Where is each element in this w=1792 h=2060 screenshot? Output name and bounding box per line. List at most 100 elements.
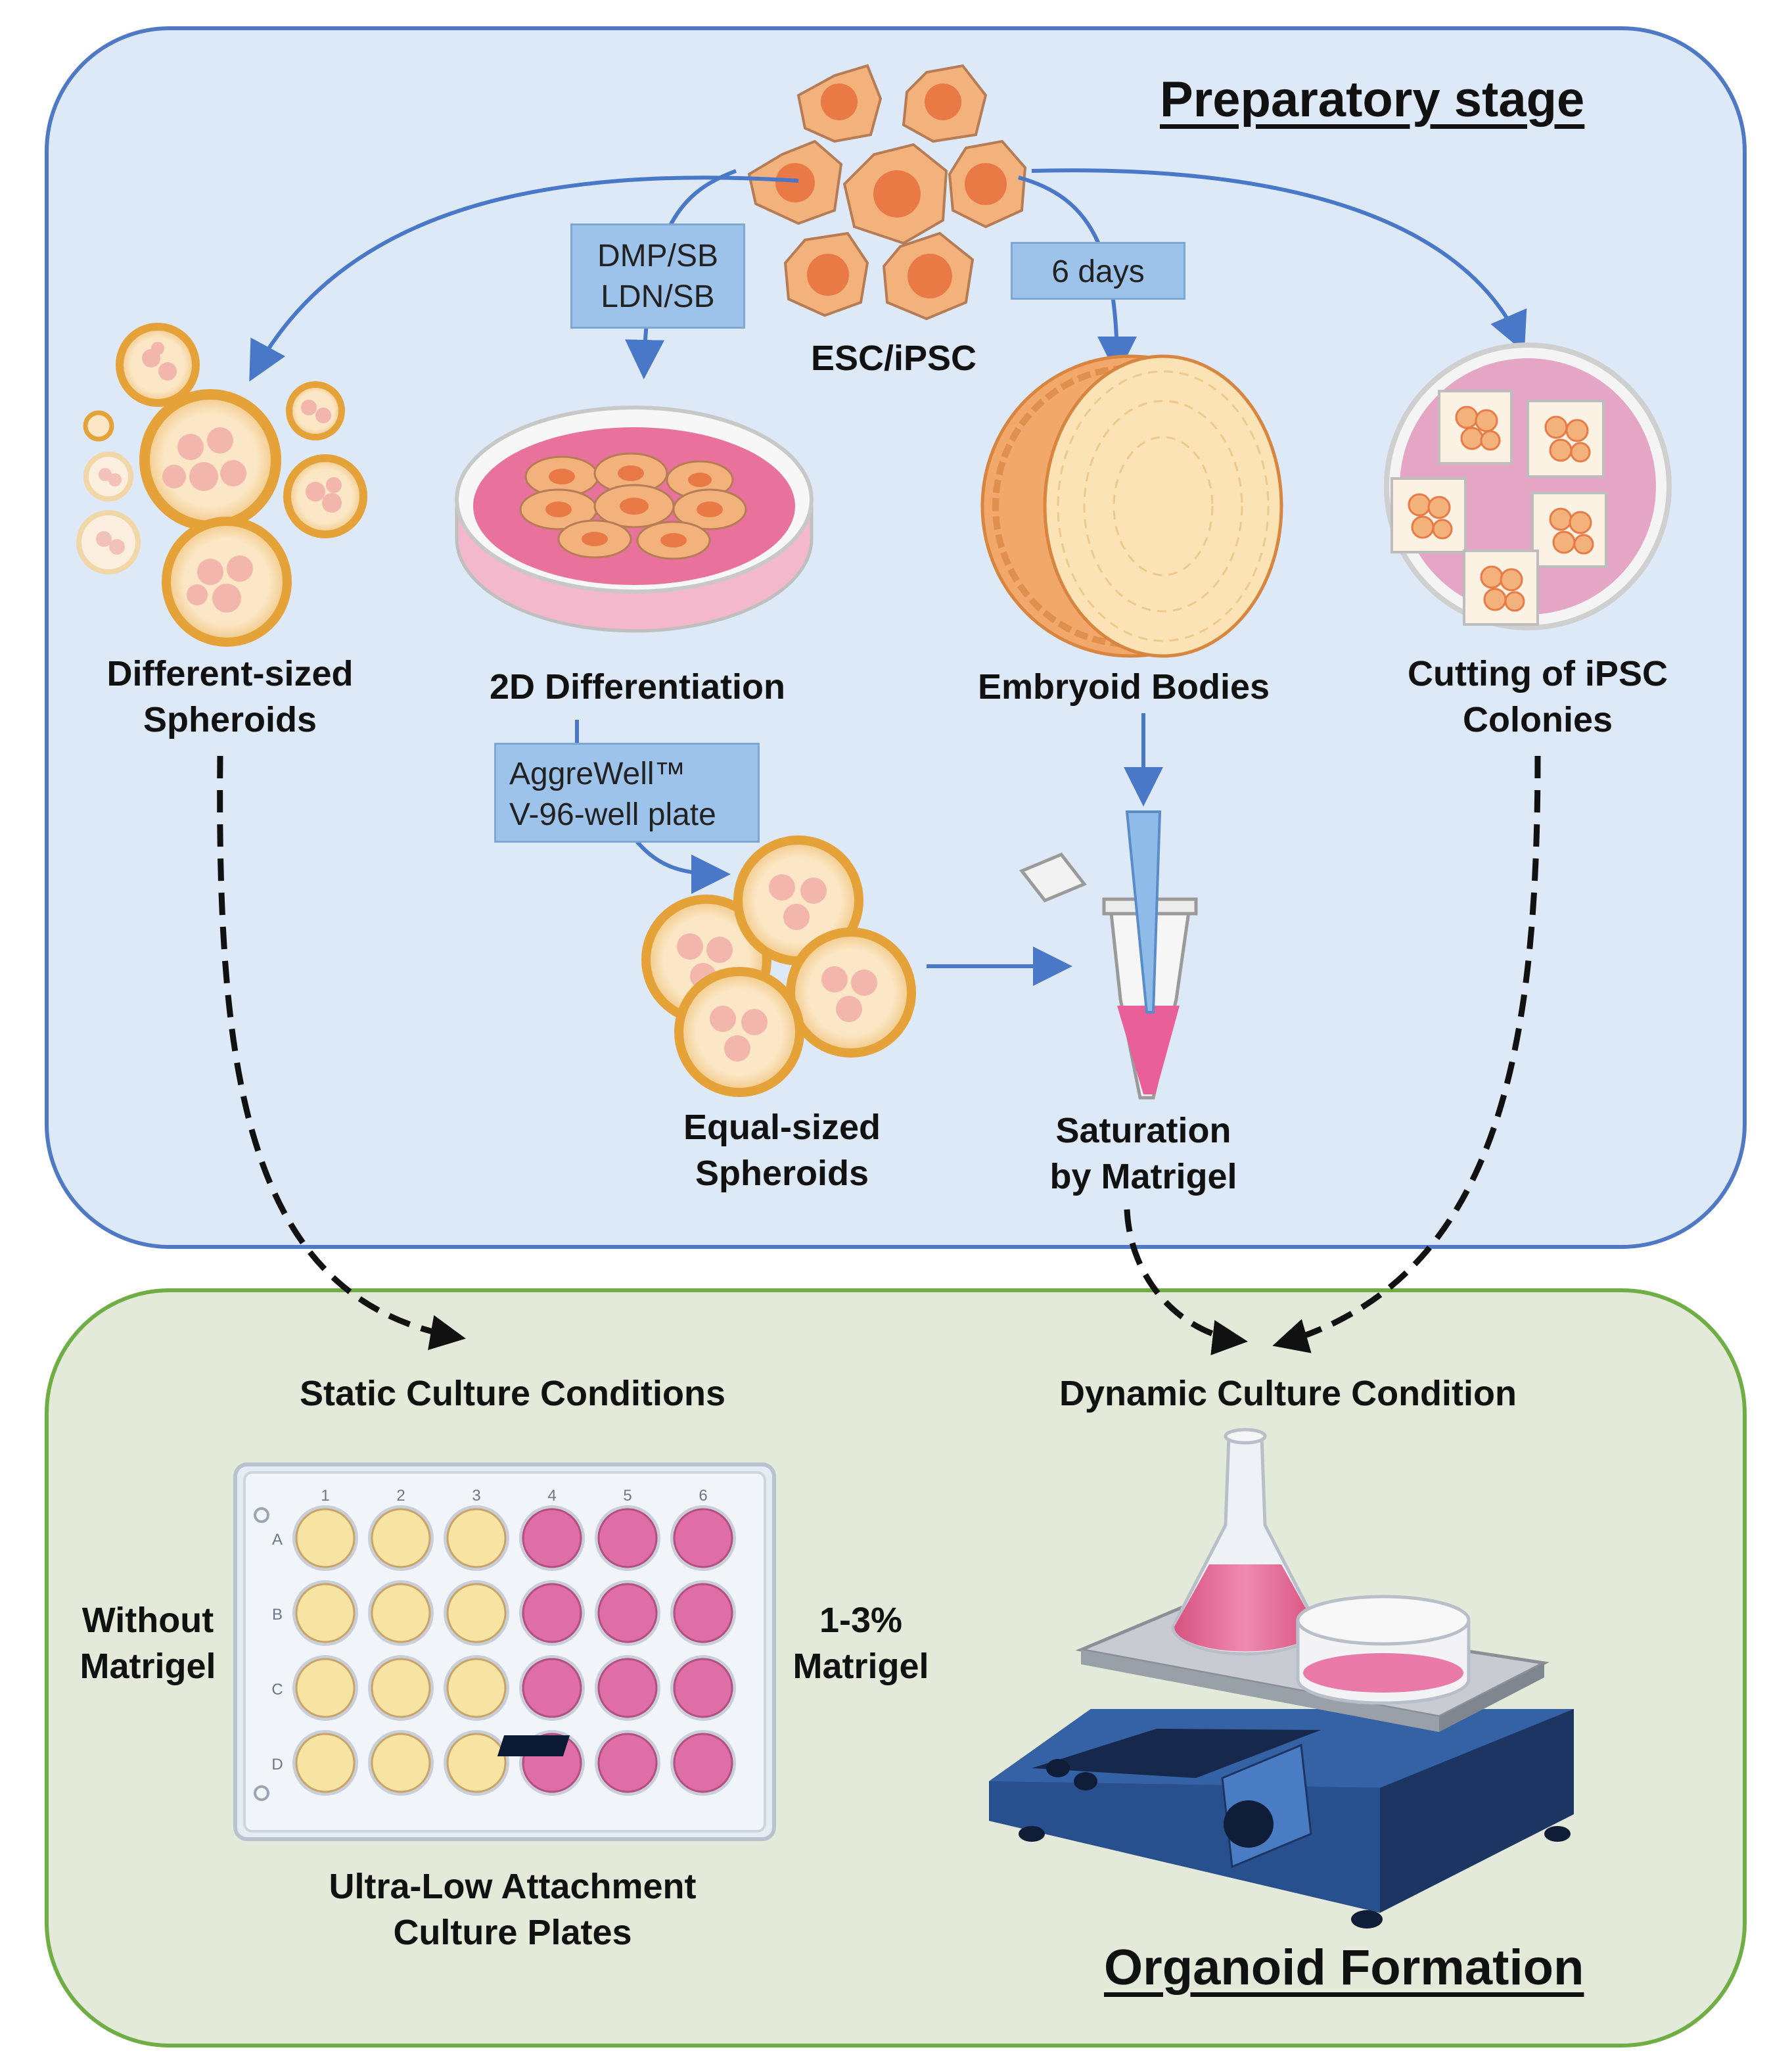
shaker-foot <box>1351 1910 1383 1929</box>
colony-cutting-dish <box>1384 342 1672 630</box>
plate-well-without-matrigel <box>371 1658 431 1718</box>
plate-well-with-matrigel <box>597 1583 658 1643</box>
plate-well-with-matrigel <box>522 1508 582 1568</box>
dashed-arrow-cutting <box>1272 755 1541 1353</box>
spheroid <box>786 927 916 1058</box>
plate-well-with-matrigel <box>673 1733 733 1793</box>
2d-differentiation-label: 2D Differentiation <box>489 667 786 707</box>
plate-well-with-matrigel <box>673 1508 733 1568</box>
plate-column-label: 5 <box>623 1487 632 1505</box>
petri-dish-2d <box>455 406 814 633</box>
dashed-arrow-static <box>217 755 466 1350</box>
colony-square <box>1438 390 1513 465</box>
plate-well-with-matrigel <box>673 1583 733 1643</box>
spheroid <box>139 389 281 531</box>
shaker-button <box>1046 1759 1070 1777</box>
spheroid <box>733 835 863 966</box>
stem-cell <box>842 143 948 245</box>
equal-sized-spheroids-label: Equal-sized Spheroids <box>683 1108 881 1193</box>
erlenmeyer-flask <box>1171 1428 1320 1656</box>
different-sized-spheroids <box>76 323 367 647</box>
differentiated-cells <box>519 452 747 560</box>
colony-square <box>1463 550 1539 626</box>
plate-column-label: 6 <box>699 1487 707 1505</box>
saturation-matrigel-label: Saturation by Matrigel <box>1049 1111 1237 1196</box>
shaker-knob <box>1224 1800 1274 1848</box>
colony-square <box>1390 477 1467 553</box>
plate-well-without-matrigel <box>295 1583 356 1643</box>
embryoid-bodies-label: Embryoid Bodies <box>977 667 1270 707</box>
stem-cell <box>796 64 883 143</box>
plate-well-without-matrigel <box>371 1583 431 1643</box>
dynamic-culture-label: Dynamic Culture Condition <box>1059 1374 1517 1413</box>
stem-cell <box>882 231 975 321</box>
cutting-ipsc-colonies-label: Cutting of iPSC Colonies <box>1408 654 1668 739</box>
different-sized-spheroids-label: Different-sized Spheroids <box>106 654 354 739</box>
plate-well-with-matrigel <box>597 1658 658 1718</box>
plate-column-label: 4 <box>547 1487 556 1505</box>
stem-cell <box>783 231 869 317</box>
plate-row-label: A <box>272 1531 283 1549</box>
spheroid <box>674 967 804 1097</box>
plate-well-without-matrigel <box>295 1508 356 1568</box>
spheroid <box>83 452 133 502</box>
plate-well-with-matrigel <box>673 1658 733 1718</box>
dashed-arrows <box>217 755 1541 1355</box>
plate-well-without-matrigel <box>371 1508 431 1568</box>
spheroid <box>283 454 367 538</box>
spheroid <box>116 323 200 407</box>
esc-ipsc-label: ESC/iPSC <box>810 339 977 378</box>
without-matrigel-label: Without Matrigel <box>80 1601 216 1686</box>
plate-well-with-matrigel <box>522 1658 582 1718</box>
plate-wells <box>292 1505 736 1796</box>
colony-square <box>1531 492 1607 568</box>
colony-square <box>1527 400 1605 478</box>
plate-well-without-matrigel <box>295 1733 356 1793</box>
spheroid <box>286 381 345 440</box>
plate-column-label: 2 <box>396 1487 405 1505</box>
ultra-low-attachment-label: Ultra-Low Attachment Culture Plates <box>329 1867 697 1952</box>
spheroid <box>162 517 292 647</box>
equal-sized-spheroids <box>641 835 916 1097</box>
dashed-arrow-saturation <box>1124 1209 1248 1355</box>
plate-well-without-matrigel <box>446 1508 507 1568</box>
shaker-foot <box>1544 1826 1571 1842</box>
plate-well-without-matrigel <box>295 1658 356 1718</box>
plate-column-label: 3 <box>472 1487 480 1505</box>
preparatory-stage-title: Preparatory stage <box>1160 72 1585 128</box>
six-days-tag: 6 days <box>1011 242 1185 300</box>
plate-well-with-matrigel <box>522 1583 582 1643</box>
plate-well-with-matrigel <box>597 1508 658 1568</box>
culture-dish <box>1296 1595 1471 1705</box>
dmp-ldn-tag: DMP/SB LDN/SB <box>570 223 745 329</box>
arrow-aggrewell-to-spheroids <box>632 837 731 894</box>
spheroid <box>76 510 141 574</box>
organoid-formation-title: Organoid Formation <box>1104 1940 1584 1996</box>
arrow-to-embryoid-bodies <box>1018 176 1137 376</box>
plate-row-label: D <box>271 1756 283 1773</box>
plate-well-without-matrigel <box>446 1658 507 1718</box>
arrow-to-different-spheroids <box>249 176 799 382</box>
plate-well-without-matrigel <box>446 1583 507 1643</box>
shaker-button <box>1074 1772 1097 1791</box>
plate-well-with-matrigel <box>597 1733 658 1793</box>
plate-well-without-matrigel <box>446 1733 507 1793</box>
aggrewell-tag: AggreWell™ V-96-well plate <box>494 743 760 843</box>
plate-row-label: B <box>272 1606 283 1624</box>
stem-cell <box>948 139 1027 229</box>
plate-well-without-matrigel <box>371 1733 431 1793</box>
spheroid <box>83 410 114 442</box>
arrow-to-cutting-colonies <box>1031 168 1527 352</box>
stem-cell <box>902 64 988 143</box>
matrigel-tube <box>1019 810 1198 1100</box>
shaker-display <box>497 1735 570 1756</box>
source-arrows <box>249 168 1527 986</box>
with-matrigel-label: 1-3% Matrigel <box>793 1601 929 1686</box>
shaker-foot <box>1019 1826 1045 1842</box>
pipette-tip <box>1125 810 1162 1014</box>
